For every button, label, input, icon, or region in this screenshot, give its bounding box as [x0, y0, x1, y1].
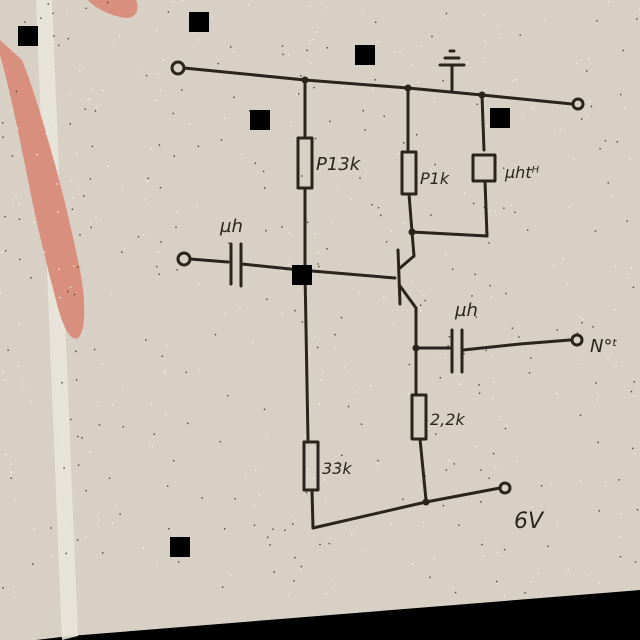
label-r-emitter: 2,2k: [430, 410, 465, 429]
label-cap-out: µh: [454, 300, 478, 321]
wire-cap-bypass-down: [483, 179, 489, 238]
label-out: N°ᵗ: [590, 336, 618, 357]
label-r1k: Р1k: [420, 169, 450, 188]
label-r33k: 33k: [322, 459, 352, 478]
ground-symbol: [438, 49, 466, 94]
top-right-terminal: [571, 97, 585, 111]
output-terminal: [570, 333, 584, 347]
finger: [0, 40, 85, 339]
label-r13k: Р13k: [316, 154, 362, 175]
wire-cap-bypass: [480, 93, 486, 152]
wire-collector: [410, 230, 416, 258]
wire-r33k: [303, 270, 310, 442]
wire-emitter-down: [418, 437, 428, 502]
paper-speckles: [0, 0, 640, 597]
wire-output: [461, 338, 572, 352]
wire-input: [188, 257, 230, 264]
junction-dots: [301, 76, 486, 506]
fingertip-top: [88, 0, 138, 18]
bottom-terminal: [498, 481, 512, 495]
label-ground-6v: 6V: [514, 509, 545, 534]
label-cap-bypass: µhtᴴ: [504, 163, 540, 182]
label-cap-in: µh: [219, 216, 243, 237]
wire-r33k-down: [310, 488, 315, 530]
transistor-body: [396, 248, 418, 310]
redaction-squares: [18, 12, 510, 557]
